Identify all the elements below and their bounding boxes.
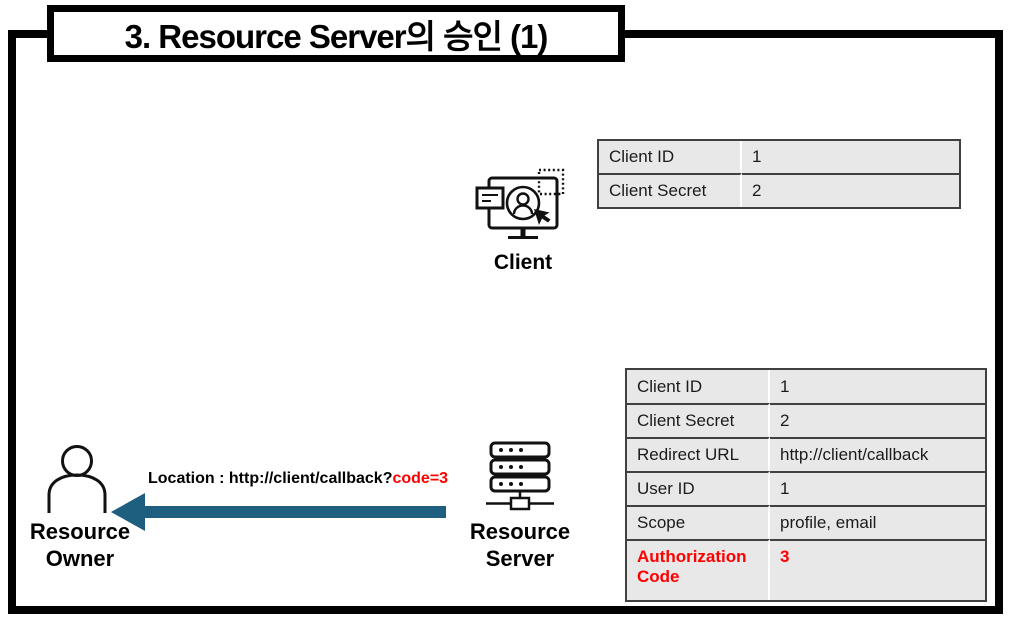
table-cell-value: 1 — [770, 471, 985, 505]
table-cell-value: 1 — [752, 147, 762, 166]
table-cell-key: Client Secret — [627, 403, 770, 437]
client-monitor-user-icon-svg — [475, 168, 565, 239]
left-arrow-icon — [111, 493, 446, 531]
cursor-icon — [534, 209, 551, 225]
table-cell-key: User ID — [627, 471, 770, 505]
resource-server-table: Client ID 1 Client Secret 2 Redirect URL… — [625, 368, 987, 602]
server-rack-icon — [484, 440, 556, 514]
server-rack-icon-svg — [486, 441, 554, 511]
table-cell-key: Redirect URL — [627, 437, 770, 471]
server-unit — [489, 458, 551, 476]
server-dots — [499, 448, 523, 486]
table-cell-value: 2 — [770, 403, 985, 437]
id-card-icon — [475, 186, 505, 210]
network-node — [509, 496, 531, 511]
person-head — [61, 445, 93, 477]
redirect-arrow-icon — [105, 488, 450, 536]
authorization-code-key: Authorization Code — [627, 539, 770, 600]
table-cell-value: 2 — [742, 173, 959, 207]
table-cell-value: profile, email — [770, 505, 985, 539]
dotted-square-icon — [537, 168, 565, 196]
resource-owner-label: Resource Owner — [5, 518, 155, 572]
client-monitor-user-icon — [475, 168, 567, 250]
table-cell-key: Client ID — [599, 141, 742, 173]
server-unit — [489, 441, 551, 459]
table-cell-key: Client Secret — [599, 173, 742, 207]
avatar-shoulders — [512, 204, 534, 215]
redirect-code-text: code=3 — [392, 470, 449, 487]
client-credentials-table: Client ID 1 Client Secret 2 — [597, 139, 961, 209]
person-icon-svg — [47, 445, 107, 513]
page-title: 3. Resource Server의 승인 (1) — [124, 17, 549, 55]
resource-server-label-line1: Resource — [469, 519, 571, 544]
person-shoulders — [47, 473, 107, 513]
avatar-circle — [505, 185, 541, 221]
authorization-code-value: 3 — [770, 539, 985, 600]
arrow-shape — [111, 493, 446, 531]
resource-server-label: Resource Server — [445, 518, 595, 572]
table-cell-value: http://client/callback — [770, 437, 985, 471]
redirect-location-text: Location : http://client/callback?code=3 — [148, 470, 448, 488]
resource-owner-label-line2: Owner — [45, 546, 115, 571]
title-box: 3. Resource Server의 승인 (1) — [47, 5, 625, 62]
client-label: Client — [493, 251, 553, 274]
person-icon — [45, 444, 109, 514]
table-cell-key: Client ID — [627, 370, 770, 403]
resource-server-label-line2: Server — [485, 546, 555, 571]
redirect-location-prefix: Location : http://client/callback? — [148, 470, 393, 487]
resource-owner-label-line1: Resource — [29, 519, 131, 544]
table-cell-key: Scope — [627, 505, 770, 539]
table-cell-value: 1 — [780, 376, 790, 396]
